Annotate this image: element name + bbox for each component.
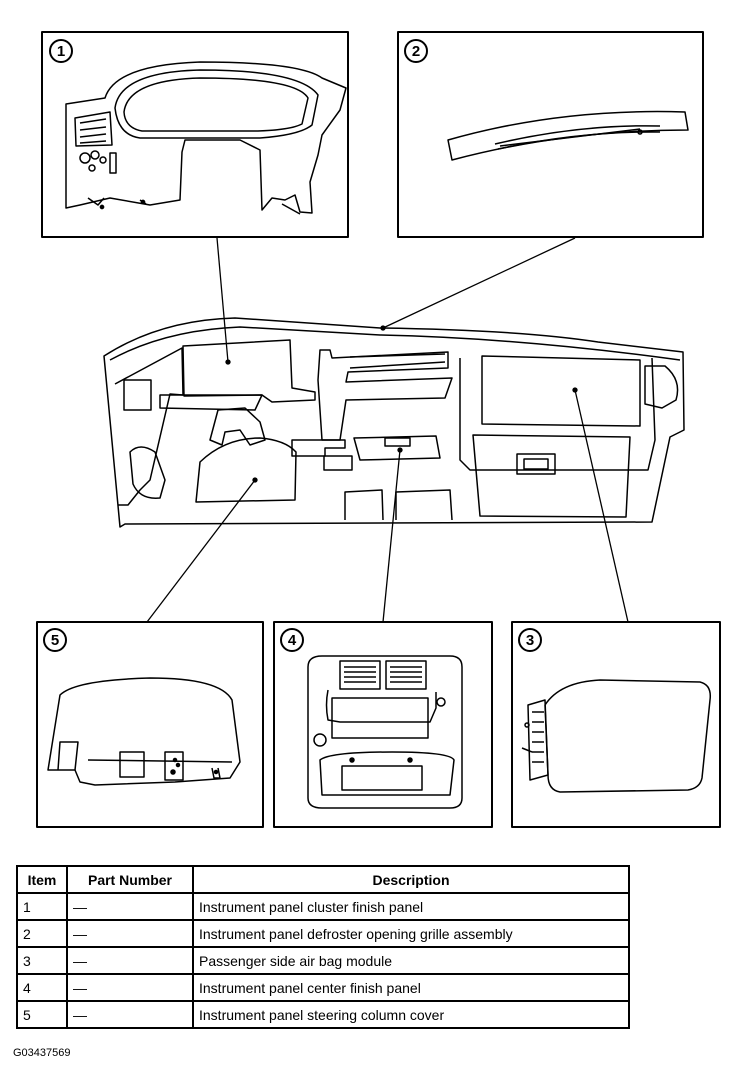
cell-description: Instrument panel defroster opening grill… (192, 919, 630, 948)
callout-label-2: 2 (412, 43, 420, 60)
cell-description: Instrument panel steering column cover (192, 1000, 630, 1029)
cell-item: 1 (16, 892, 68, 921)
callout-label-3: 3 (526, 632, 534, 649)
table-row: 5 — Instrument panel steering column cov… (16, 1000, 630, 1029)
table-row: 1 — Instrument panel cluster finish pane… (16, 892, 630, 921)
cell-description: Instrument panel center finish panel (192, 973, 630, 1002)
figure-id: G03437569 (13, 1047, 71, 1059)
air-bag-module-drawing (521, 679, 712, 793)
defroster-grille-drawing (447, 110, 689, 161)
cell-item: 4 (16, 973, 68, 1002)
cell-part-number: — (66, 919, 194, 948)
callout-label-4: 4 (288, 632, 297, 649)
callout-label-5: 5 (51, 632, 59, 649)
exploded-diagram: 1 2 (36, 31, 721, 828)
leader-lines (146, 237, 629, 623)
cluster-finish-panel-drawing (65, 61, 347, 215)
cell-part-number: — (66, 892, 194, 921)
detail-panel-1: 1 (41, 31, 349, 238)
cell-item: 2 (16, 919, 68, 948)
cell-description: Passenger side air bag module (192, 946, 630, 975)
table-row: 4 — Instrument panel center finish panel (16, 973, 630, 1002)
cell-description: Instrument panel cluster finish panel (192, 892, 630, 921)
cell-part-number: — (66, 1000, 194, 1029)
steering-column-cover-drawing (47, 677, 241, 786)
cell-item: 5 (16, 1000, 68, 1029)
callout-label-1: 1 (57, 43, 65, 60)
table-row: 3 — Passenger side air bag module (16, 946, 630, 975)
table-header-row: Item Part Number Description (16, 865, 630, 894)
header-description: Description (192, 865, 630, 894)
table-row: 2 — Instrument panel defroster opening g… (16, 919, 630, 948)
detail-panel-2: 2 (397, 31, 704, 238)
center-finish-panel-drawing (307, 655, 463, 809)
detail-panel-4: 4 (273, 621, 493, 828)
cell-item: 3 (16, 946, 68, 975)
instrument-panel-assembly (103, 317, 685, 528)
detail-panel-5: 5 (36, 621, 264, 828)
parts-table: Item Part Number Description 1 — Instrum… (16, 865, 630, 1029)
header-item: Item (16, 865, 68, 894)
cell-part-number: — (66, 946, 194, 975)
detail-panel-3: 3 (511, 621, 721, 828)
cell-part-number: — (66, 973, 194, 1002)
header-part-number: Part Number (66, 865, 194, 894)
